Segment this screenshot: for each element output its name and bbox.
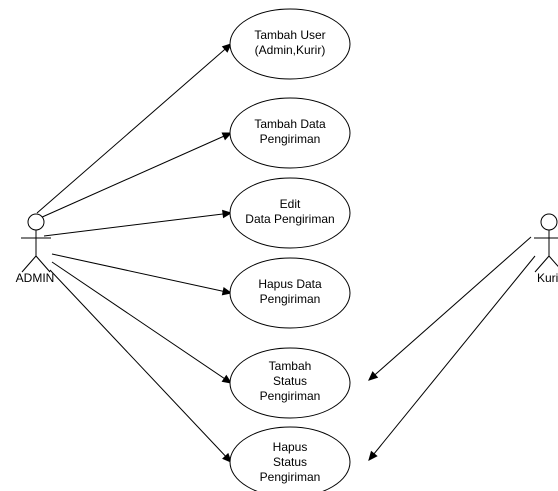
usecase-tambah-status-pengiriman-line-3: Pengiriman [260,389,321,403]
usecase-tambah-data-pengiriman-line-1: Tambah Data [254,117,326,131]
association-admin-hapus-data-pengiriman-arrowhead [221,287,233,296]
association-layer [36,43,536,463]
actor-admin[interactable]: ADMIN [16,213,55,285]
usecase-tambah-status-pengiriman[interactable]: Tambah Status Pengiriman [229,347,351,419]
association-kurir-hapus-status-pengiriman-arrowhead [368,450,378,461]
usecase-tambah-status-pengiriman-line-1: Tambah [269,359,312,373]
usecase-hapus-status-pengiriman-line-1: Hapus [273,440,308,454]
association-admin-hapus-status-pengiriman-line [49,269,232,463]
usecase-edit-data-pengiriman-ellipse [229,177,351,249]
association-admin-hapus-data-pengiriman-line [51,253,232,294]
usecase-hapus-data-pengiriman-line-1: Hapus Data [258,277,322,291]
actor-kurir-right-leg [548,255,558,268]
association-kurir-tambah-status-pengiriman-line [368,236,532,381]
actor-admin-right-leg [35,255,51,273]
association-admin-tambah-user-line [36,43,232,214]
usecase-edit-data-pengiriman-line-2: Data Pengiriman [245,212,334,226]
actor-admin-label: ADMIN [16,271,55,285]
association-admin-tambah-user-arrowhead [221,43,232,53]
actor-kurir-left-leg [534,255,550,273]
usecase-hapus-data-pengiriman-line-2: Pengiriman [260,292,321,306]
association-kurir-hapus-status-pengiriman-line [368,255,536,461]
association-admin-hapus-status-pengiriman-arrowhead [222,452,232,463]
usecase-tambah-user-ellipse [229,8,351,80]
actor-admin-head [27,213,45,231]
usecase-tambah-data-pengiriman[interactable]: Tambah Data Pengiriman [229,97,351,169]
usecase-hapus-status-pengiriman[interactable]: Hapus Status Pengiriman [229,426,351,491]
usecase-hapus-status-pengiriman-line-2: Status [273,455,307,469]
usecase-tambah-user[interactable]: Tambah User (Admin,Kurir) [229,8,351,80]
actor-kurir[interactable]: Kurir [534,213,558,285]
usecase-tambah-data-pengiriman-line-2: Pengiriman [260,132,321,146]
association-admin-tambah-status-pengiriman-line [51,261,232,384]
usecase-hapus-status-pengiriman-ellipse [229,426,351,491]
usecase-tambah-user-line-1: Tambah User [254,28,325,42]
association-admin-edit-data-pengiriman-line [43,212,232,237]
actor-kurir-label: Kurir [537,271,558,285]
usecase-hapus-status-pengiriman-line-3: Pengiriman [260,470,321,484]
usecase-tambah-status-pengiriman-ellipse [229,347,351,419]
association-kurir-tambah-status-pengiriman-arrowhead [368,371,379,381]
association-admin-edit-data-pengiriman-arrowhead [222,209,233,219]
actor-admin-left-leg [21,255,37,273]
actor-kurir-head [540,213,558,231]
usecase-hapus-data-pengiriman-ellipse [229,257,351,329]
association-admin-tambah-data-pengiriman-arrowhead [221,132,233,141]
association-admin-tambah-status-pengiriman-arrowhead [221,374,233,384]
usecase-hapus-data-pengiriman[interactable]: Hapus Data Pengiriman [229,257,351,329]
usecase-tambah-user-line-2: (Admin,Kurir) [255,43,326,57]
association-admin-tambah-data-pengiriman-line [39,132,232,219]
usecase-tambah-status-pengiriman-line-2: Status [273,374,307,388]
usecase-tambah-data-pengiriman-ellipse [229,97,351,169]
usecase-edit-data-pengiriman[interactable]: Edit Data Pengiriman [229,177,351,249]
usecase-edit-data-pengiriman-line-1: Edit [280,197,301,211]
